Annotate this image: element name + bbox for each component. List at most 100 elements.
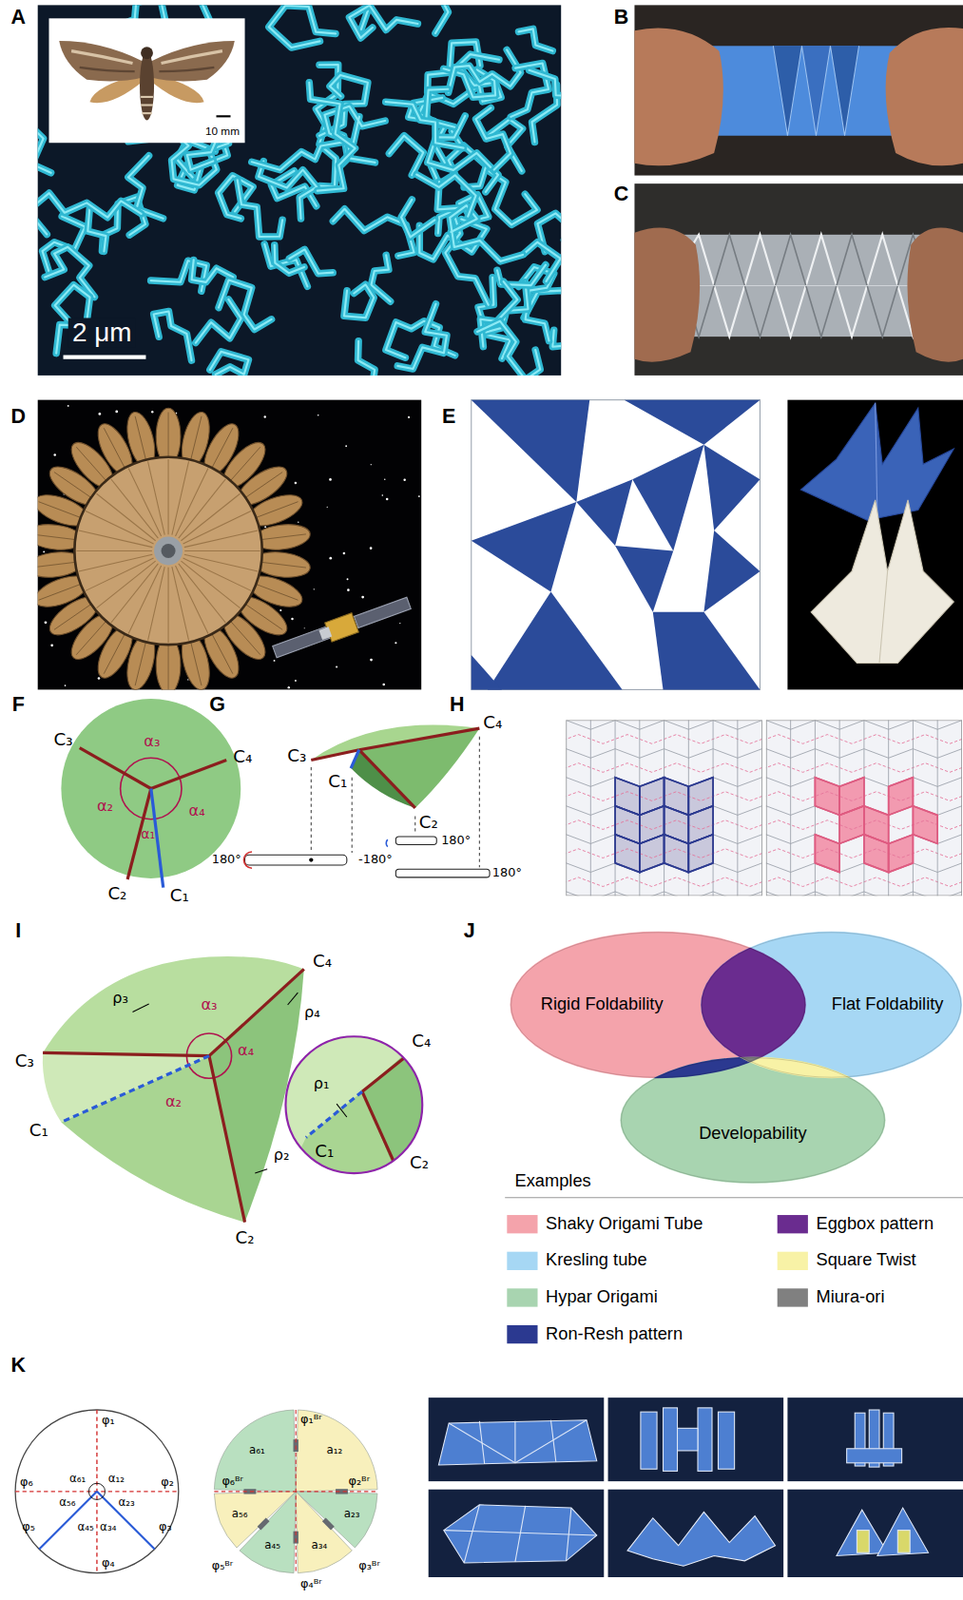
prototype-photo [463,1504,480,1563]
wrinkle-pattern [434,4,467,34]
wrinkle-pattern [523,242,560,282]
inset-zoom [362,1091,401,1175]
parameter-label: a₅₆ [231,1507,249,1521]
parameter-label: φ₃ᴮʳ [358,1559,381,1573]
wrinkle-pattern [397,304,447,369]
prototype-photo [663,1407,678,1472]
star [382,683,386,687]
wrinkle-pattern [385,101,464,148]
thick-panel-vertex [295,1409,378,1492]
folded-vertex [310,750,359,761]
parameter-label: φ₁ᴮʳ [300,1413,323,1427]
vertex-diagram [151,759,227,789]
star [42,550,45,553]
folded-vertex [245,854,347,866]
wrinkle-pattern [195,299,242,344]
wrinkle-pattern [269,5,336,48]
crease-pattern [471,501,578,592]
starshade [172,566,190,640]
geometry-label: C₂ [409,1153,429,1173]
prototype-photo [640,1411,657,1469]
star [304,627,306,629]
starshade-render [24,400,422,694]
prototype-photo [697,1407,713,1472]
tessellation-panel [937,720,939,897]
legend-label: Eggbox pattern [815,1214,934,1234]
starshade [38,582,85,600]
crease-pattern [615,545,674,613]
folded-vertex [395,868,490,878]
starshade [184,530,258,548]
tessellation-panel [912,806,938,845]
star [288,686,290,689]
legend-swatch [777,1214,809,1233]
geometry-label: ρ₃ [112,989,129,1007]
star [346,588,350,592]
folded-vertex [308,857,313,862]
starshade [168,640,170,691]
starshade [251,501,298,520]
star [50,643,54,647]
parameter-label: α₂₃ [117,1496,135,1509]
tessellation-panel [541,692,963,959]
venn-fill [619,1057,886,1184]
tessellation-panel [664,777,690,816]
starshade [103,427,127,472]
starshade [168,412,170,463]
legend-label: Square Twist [815,1251,916,1271]
vertex-geometry [254,1169,268,1174]
wrinkle-pattern [401,199,435,237]
wrinkle-pattern [475,107,511,170]
prototype-photo [448,1423,516,1464]
tessellation-panel [615,834,640,873]
wrinkle-pattern [448,49,521,93]
starshade [257,534,307,540]
star [317,414,320,417]
star [313,588,315,590]
starshade [54,601,95,630]
starshade [111,563,159,623]
crane-photo [875,403,878,516]
satellite [318,626,332,640]
star [403,479,405,482]
wrinkle-pattern [448,49,521,93]
geometry-label: α₁ [140,827,155,842]
geometry-label: C₂ [419,812,439,832]
thick-panel-vertex [213,1409,296,1492]
wrinkle-pattern [210,351,250,375]
star [343,552,347,556]
star [384,478,386,480]
star [97,676,101,680]
wrinkle-pattern [154,311,193,362]
starshade [190,416,202,464]
moth-inset [161,51,223,64]
inset-zoom [336,1103,347,1118]
crease-pattern [624,400,761,445]
panel-letter: F [12,693,25,716]
venn-fill [619,1057,886,1184]
geometry-label: α₂ [165,1093,182,1111]
crease-pattern [653,612,761,691]
geometry-label: -180° [358,853,393,867]
starshade [38,501,85,520]
starshade [85,511,155,544]
parameter-label: a₄₅ [264,1539,281,1552]
wrinkle-pattern [348,5,418,39]
tube-photo [829,45,859,135]
tessellation-panel [789,720,791,897]
starshade [257,561,307,568]
wrinkle-pattern [401,199,435,237]
wrinkle-pattern [288,249,333,273]
wrinkle-pattern [477,321,540,376]
starshade [180,493,240,541]
starshade [96,493,156,541]
geometry-label: C₃ [15,1051,35,1071]
vertex-geometry [209,1056,246,1223]
inset-zoom [283,1040,434,1184]
wrinkle-pattern [385,101,464,148]
prototype-photo [608,1397,785,1482]
starshade [111,479,159,539]
prototype-photo [877,1507,929,1556]
prototype-photo [608,1489,785,1578]
